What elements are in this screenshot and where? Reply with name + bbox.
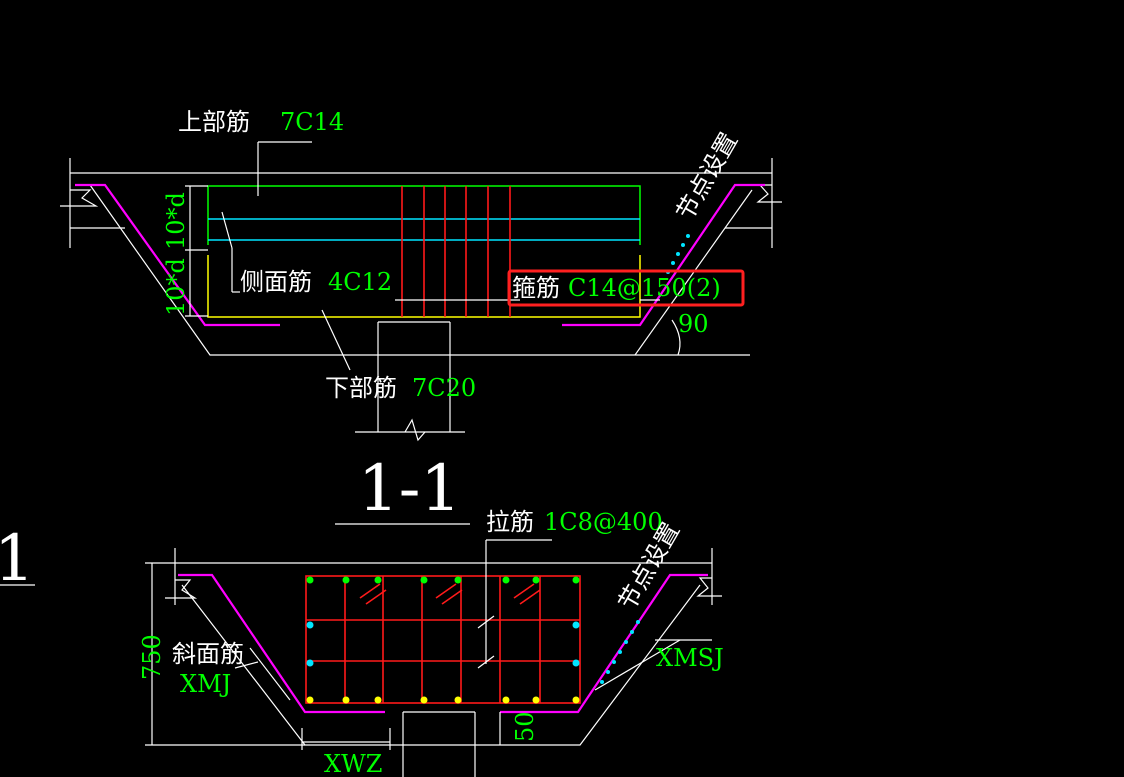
xmsj-label: XMSJ xyxy=(656,644,724,672)
lower-slope-rebars xyxy=(178,573,708,714)
dim-10d-bottom: 10*d xyxy=(162,258,190,316)
dim-10d-top: 10*d xyxy=(162,192,190,250)
slope-rebar-label: 斜面筋 xyxy=(172,640,244,668)
dim-50-label: 50 xyxy=(511,711,539,742)
top-rebar-value: 7C14 xyxy=(280,108,344,136)
tie-label: 拉筋 xyxy=(486,508,534,536)
dim-750-label: 750 xyxy=(138,634,166,680)
stirrup-value: C14@150(2) xyxy=(568,274,721,302)
lower-dimension-lines xyxy=(145,539,712,750)
section-title: 1-1 xyxy=(358,452,461,526)
bottom-rebar-label: 下部筋 xyxy=(325,374,397,402)
side-rebar-label: 侧面筋 xyxy=(240,268,312,296)
node-setting-top-label: 节点设置 xyxy=(671,128,743,225)
stirrup-highlight-box xyxy=(507,269,745,307)
upper-rebar-cage xyxy=(207,185,641,318)
xwz-label: XWZ xyxy=(324,750,382,777)
upper-dimension-lines xyxy=(185,141,660,371)
upper-slope-rebars xyxy=(75,183,765,327)
angle-90-label: 90 xyxy=(678,310,709,338)
lower-section-outline xyxy=(165,548,722,777)
stirrup-label: 箍筋 xyxy=(512,274,560,302)
top-rebar-label: 上部筋 xyxy=(178,108,250,136)
side-rebar-value: 4C12 xyxy=(328,268,392,296)
lower-node-dots xyxy=(600,620,640,684)
slope-rebar-value: XMJ xyxy=(180,670,231,698)
left-fragment-label: 1 xyxy=(0,522,35,596)
lower-rebar-cage xyxy=(305,575,581,704)
lower-rebar-dots xyxy=(306,576,580,704)
tie-value: 1C8@400 xyxy=(544,508,663,536)
bottom-rebar-value: 7C20 xyxy=(412,374,476,402)
